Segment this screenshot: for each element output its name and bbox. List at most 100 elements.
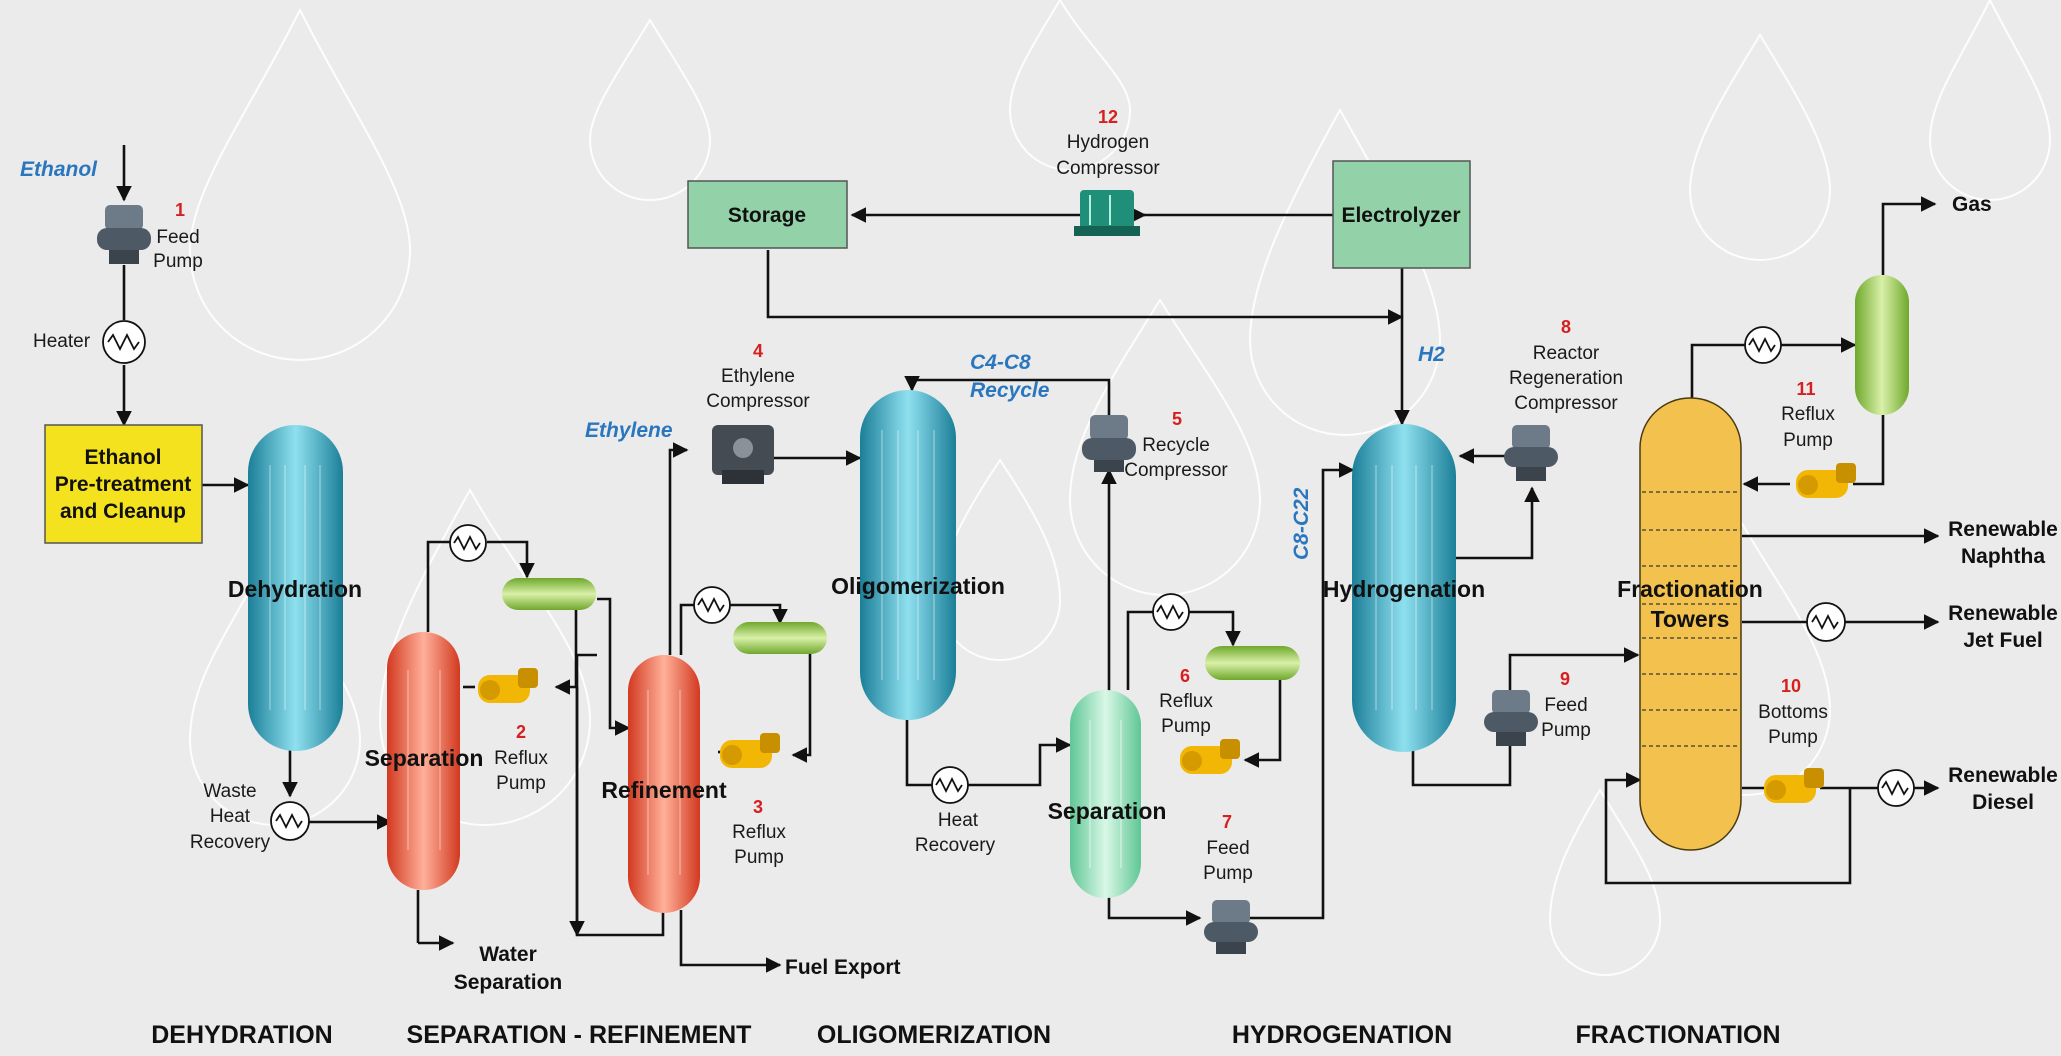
pretreat-line-3: and Cleanup <box>60 500 186 523</box>
eq10-label-1: Bottoms <box>1758 702 1828 723</box>
reflux-pump-11-icon <box>1796 463 1856 498</box>
eq12-label-2: Compressor <box>1056 158 1160 179</box>
eq9-number: 9 <box>1560 669 1570 689</box>
reflux-pump-3-icon <box>720 733 780 768</box>
eq10-label-2: Pump <box>1768 727 1818 748</box>
section-hydrogenation: HYDROGENATION <box>1232 1021 1452 1049</box>
eq2-label-1: Reflux <box>494 748 548 769</box>
separation-vessel-2: Separation <box>1048 690 1167 898</box>
jet-label-1: Renewable <box>1948 602 2058 625</box>
ethylene-compressor-icon <box>712 425 774 484</box>
reflux-drum-1 <box>502 578 596 610</box>
feed-pump-7-icon <box>1204 900 1258 954</box>
eq1-label-1: Feed <box>156 227 199 248</box>
eq8-label-2: Regeneration <box>1509 368 1623 389</box>
feed-pump-1-icon <box>97 205 151 264</box>
fractionation-towers: Fractionation Towers <box>1617 397 1763 851</box>
refinement-label: Refinement <box>601 777 727 803</box>
electrolyzer-box: Electrolyzer <box>1332 160 1471 269</box>
pipes <box>116 145 1940 973</box>
eq11-number: 11 <box>1796 379 1815 399</box>
ethylene-label: Ethylene <box>585 419 673 442</box>
oligomerization-label: Oligomerization <box>831 573 1005 599</box>
pretreat-line-1: Ethanol <box>85 446 162 469</box>
storage-box: Storage <box>687 180 848 249</box>
eq6-label-2: Pump <box>1161 716 1211 737</box>
stream-labels: Ethanol Ethylene H2 C4-C8 Recycle C8-C22 <box>20 158 1445 560</box>
oligomerization-vessel: Oligomerization <box>831 390 1005 720</box>
water-label-1: Water <box>479 943 537 966</box>
eq7-label-1: Feed <box>1206 838 1249 859</box>
eq9-label-2: Pump <box>1541 720 1591 741</box>
eq11-label-1: Reflux <box>1781 404 1835 425</box>
condenser-4-icon <box>1744 326 1782 364</box>
pretreat-line-2: Pre-treatment <box>55 473 192 496</box>
separation2-label: Separation <box>1048 798 1167 824</box>
reflux-drum-2 <box>733 622 827 654</box>
eq5-number: 5 <box>1172 409 1182 429</box>
eq8-label-3: Compressor <box>1514 393 1618 414</box>
eq2-label-2: Pump <box>496 773 546 794</box>
section-oligomerization: OLIGOMERIZATION <box>817 1021 1051 1049</box>
reflux-drum-3 <box>1205 646 1300 680</box>
eq4-number: 4 <box>753 341 763 361</box>
section-dehydration: DEHYDRATION <box>151 1021 332 1049</box>
c8c22-label: C8-C22 <box>1290 487 1313 560</box>
heat-recovery-exchanger-icon <box>931 766 969 804</box>
fuel-export-label: Fuel Export <box>785 956 901 979</box>
dehydration-vessel: Dehydration <box>228 425 362 751</box>
eq1-number: 1 <box>175 200 185 220</box>
hydrogen-compressor-icon <box>1074 190 1140 236</box>
heater-icon <box>102 320 146 364</box>
water-label-2: Separation <box>454 971 563 994</box>
dehydration-label: Dehydration <box>228 576 362 602</box>
heat-exchangers <box>102 320 1915 841</box>
separation-vessel-1: Separation <box>365 632 484 890</box>
hydrogenation-vessel: Hydrogenation <box>1323 424 1485 752</box>
eq11-label-2: Pump <box>1783 430 1833 451</box>
gas-label: Gas <box>1952 193 1992 216</box>
heat-recovery-label-2: Recovery <box>915 835 996 856</box>
waste-label-3: Recovery <box>190 832 271 853</box>
recycle-compressor-icon <box>1082 415 1136 472</box>
eq4-label-2: Compressor <box>706 391 810 412</box>
eq7-number: 7 <box>1222 812 1232 832</box>
hydrogenation-label: Hydrogenation <box>1323 576 1485 602</box>
eq6-label-1: Reflux <box>1159 691 1213 712</box>
storage-label: Storage <box>728 204 806 227</box>
condenser-3-icon <box>1152 593 1190 631</box>
eq5-label-2: Compressor <box>1124 460 1228 481</box>
eq2-number: 2 <box>516 722 526 742</box>
fractionation-label-2: Towers <box>1651 606 1730 632</box>
eq6-number: 6 <box>1180 666 1190 686</box>
eq3-label-2: Pump <box>734 847 784 868</box>
eq1-label-2: Pump <box>153 251 203 272</box>
feed-pump-9-icon <box>1484 690 1538 746</box>
section-headings: DEHYDRATION SEPARATION - REFINEMENT OLIG… <box>151 1021 1780 1049</box>
eq8-number: 8 <box>1561 317 1571 337</box>
jet-label-2: Jet Fuel <box>1963 629 2042 652</box>
pretreatment-box: Ethanol Pre-treatment and Cleanup <box>44 424 203 544</box>
naphtha-label-1: Renewable <box>1948 518 2058 541</box>
waste-label-1: Waste <box>203 781 256 802</box>
electrolyzer-label: Electrolyzer <box>1341 204 1460 227</box>
separation1-label: Separation <box>365 745 484 771</box>
bottoms-pump-icon <box>1764 768 1824 803</box>
eq3-number: 3 <box>753 797 763 817</box>
reflux-drum-4 <box>1855 275 1909 415</box>
reflux-pump-2-icon <box>478 668 538 703</box>
h2-label: H2 <box>1418 343 1445 366</box>
product-labels: Water Separation Fuel Export Gas Renewab… <box>454 193 2058 994</box>
eq12-label-1: Hydrogen <box>1067 132 1149 153</box>
equipment-labels: 1 Feed Pump 2 Reflux Pump 3 Reflux Pump … <box>153 107 1835 884</box>
condenser-1-icon <box>449 524 487 562</box>
naphtha-label-2: Naphtha <box>1961 545 2045 568</box>
heat-recovery-label-1: Heat <box>938 810 979 831</box>
jet-fuel-cooler-icon <box>1806 602 1846 642</box>
heat-labels: Heater Waste Heat Recovery Heat Recovery <box>33 331 996 856</box>
eq10-number: 10 <box>1781 676 1801 696</box>
section-separation-refinement: SEPARATION - REFINEMENT <box>407 1021 752 1049</box>
diesel-label-1: Renewable <box>1948 764 2058 787</box>
